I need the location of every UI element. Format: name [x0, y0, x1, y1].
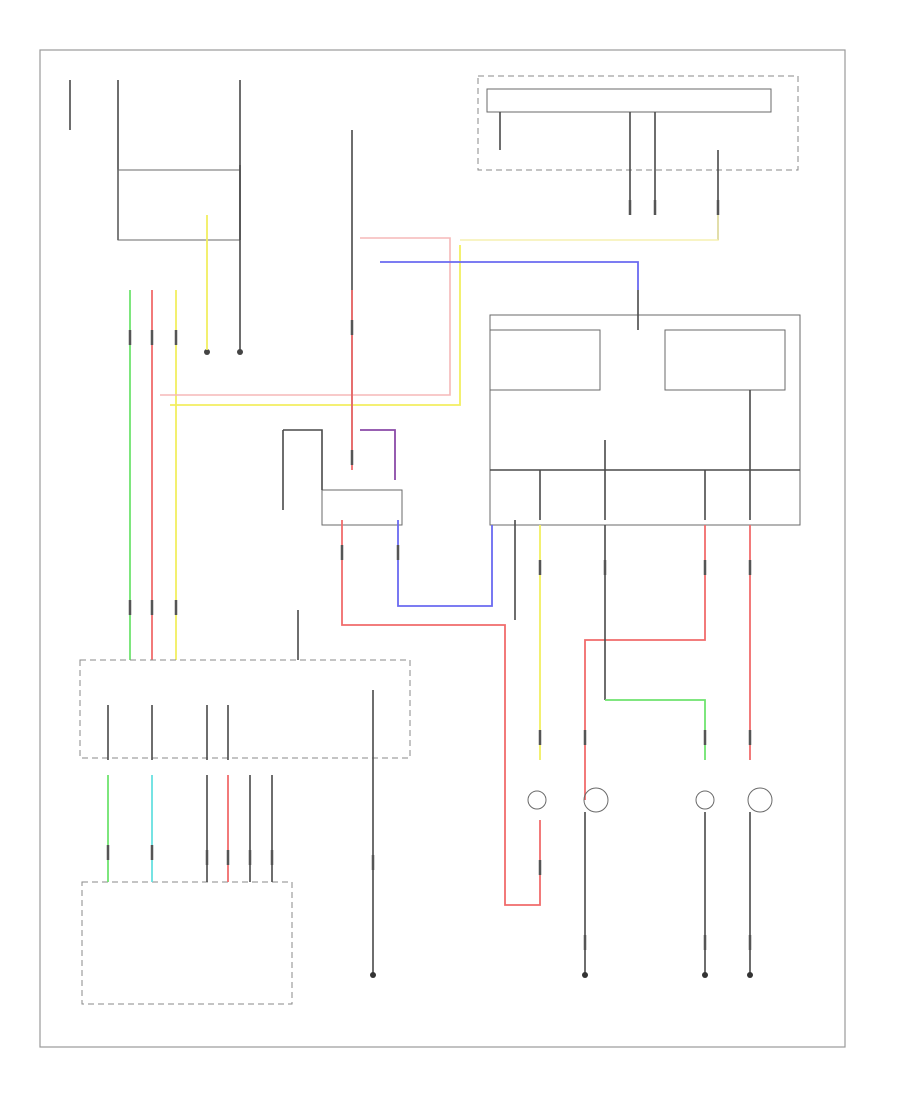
control-unit-center	[79, 610, 411, 978]
fuse-block-top-left	[69, 80, 243, 355]
diagram-frame	[39, 49, 846, 1048]
wire-blue-loop	[397, 520, 493, 607]
connector-ticks	[106, 200, 752, 950]
control-module-top-right	[477, 75, 799, 240]
switch-box-bottom-left	[81, 705, 293, 1005]
wire-green-right	[605, 699, 706, 760]
relay-middle	[282, 429, 403, 526]
wire-ltyellow-top	[460, 200, 719, 241]
wire-red-loop	[341, 520, 541, 906]
wire-blue-top	[380, 261, 639, 290]
wire-red-lamp	[584, 525, 706, 800]
lamp-assemblies	[527, 787, 773, 978]
wire-pink-top	[160, 237, 451, 396]
relay-box-right	[489, 290, 801, 526]
wire-ltyellow-run	[170, 245, 461, 406]
